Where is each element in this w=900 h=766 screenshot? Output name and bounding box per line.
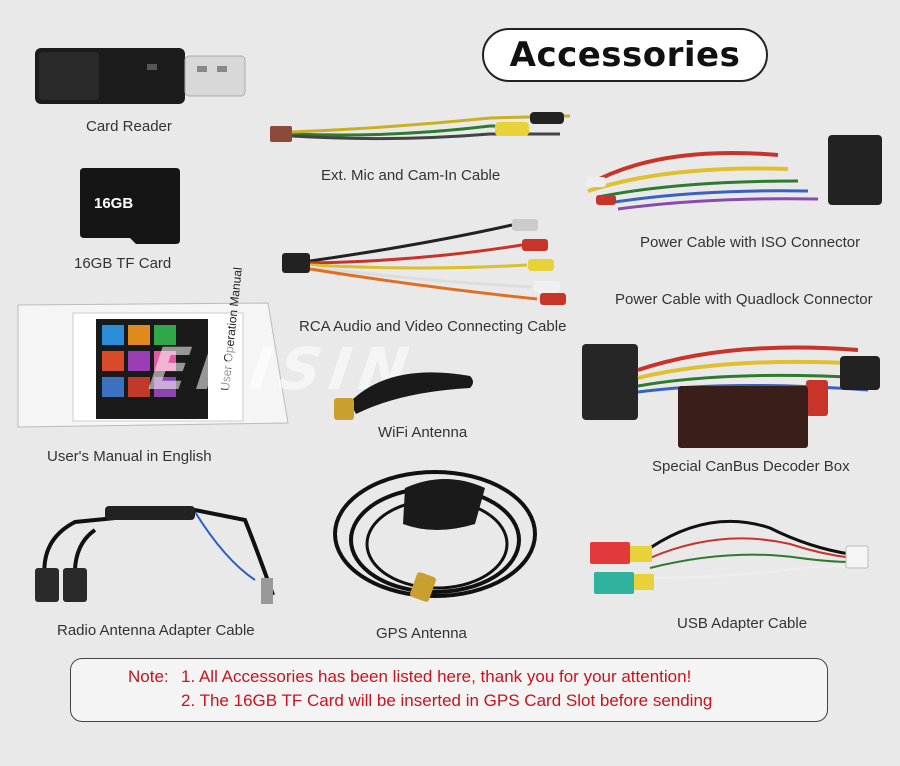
note-box: Note: 1. All Accessories has been listed… [70,658,828,722]
mic-cam-cable-label: Ext. Mic and Cam-In Cable [321,167,501,184]
manual-image [17,302,289,428]
wifi-antenna-label: WiFi Antenna [378,424,468,441]
note-line-2: 2. The 16GB TF Card will be inserted in … [181,691,713,710]
power-iso-label: Power Cable with ISO Connector [640,234,861,251]
wifi-antenna-image [334,372,473,420]
note-prefix: Note: [128,667,169,686]
gps-antenna-label: GPS Antenna [376,625,467,642]
title-banner: Accessories [482,28,768,82]
card-reader-label: Card Reader [86,118,172,135]
tf-card-label: 16GB TF Card [74,255,172,272]
canbus-label: Special CanBus Decoder Box [652,458,850,475]
power-quadlock-label: Power Cable with Quadlock Connector [615,291,873,308]
note-line-1: 1. All Accessories has been listed here,… [181,667,692,686]
radio-adapter-image [35,506,275,604]
tf-card-capacity: 16GB [94,195,134,212]
mic-cam-cable-image [270,112,571,142]
usb-adapter-image [590,519,869,594]
radio-adapter-label: Radio Antenna Adapter Cable [57,622,255,639]
rca-cable-image [282,219,566,305]
canbus-image [582,344,880,448]
usb-adapter-label: USB Adapter Cable [677,615,808,632]
rca-cable-label: RCA Audio and Video Connecting Cable [299,318,567,335]
page-title: Accessories [509,35,741,75]
manual-label: User's Manual in English [47,448,212,465]
card-reader-image [35,48,246,104]
power-iso-image [586,135,882,211]
gps-antenna-image [333,470,537,602]
tf-card-image [80,168,180,244]
